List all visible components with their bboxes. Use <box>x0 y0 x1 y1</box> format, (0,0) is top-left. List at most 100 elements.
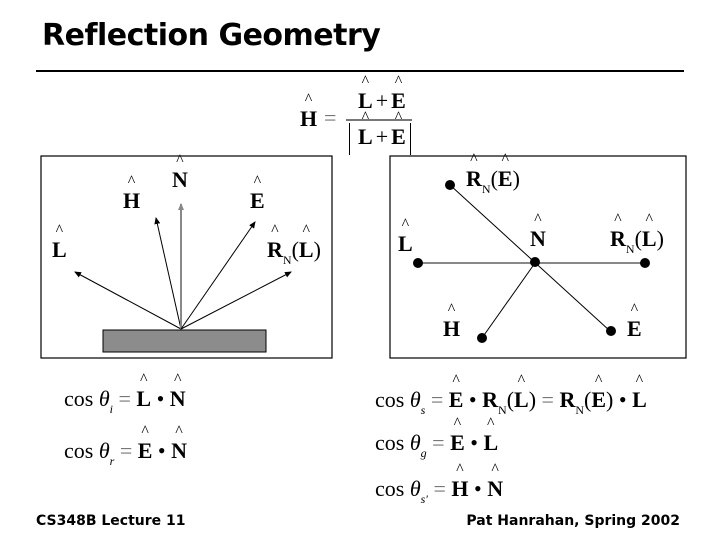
line-RE-E <box>449 184 611 332</box>
cos-text: cos <box>375 430 405 455</box>
half-vector-formula: H = L+E L+E <box>300 88 420 155</box>
paren-close: ) <box>313 237 321 262</box>
theta-subscript: i <box>109 402 113 416</box>
line-N-H <box>481 262 536 339</box>
right-label-RE-sub: N <box>481 182 491 196</box>
point-H <box>477 333 487 343</box>
formula-equals: = <box>324 105 337 130</box>
dot-operator: • <box>473 476 482 501</box>
equation-theta-r: cos θr = E • N <box>64 438 187 468</box>
formula-numerator: L+E <box>358 88 406 114</box>
vector-RL-arrow <box>180 271 292 330</box>
right-label-N: N <box>530 226 546 252</box>
operand-a: E <box>449 387 464 413</box>
theta-subscript: g <box>420 446 427 460</box>
slide-title: Reflection Geometry <box>42 18 381 53</box>
dot-operator: • <box>157 438 166 463</box>
right-label-RL-sub: N <box>625 242 635 256</box>
paren-close: ) <box>512 166 520 191</box>
footer-course: CS348B Lecture 11 <box>36 513 186 529</box>
vector-L-arrow <box>74 271 182 330</box>
right-label-RL: RN(L) <box>610 226 664 256</box>
cos-text: cos <box>64 438 94 463</box>
dot-operator: • <box>618 387 627 412</box>
point-E <box>606 326 616 336</box>
denominator-E: E <box>391 124 406 150</box>
left-label-L: L <box>52 237 67 263</box>
right-diagram-frame <box>389 155 687 359</box>
theta-subscript: r <box>109 454 115 468</box>
operand-a: H <box>451 476 468 502</box>
equals-sign: = <box>119 438 133 463</box>
reflection-operator: R <box>482 387 499 412</box>
right-label-RE: RN(E) <box>466 166 520 196</box>
reflection-subscript: N <box>575 403 585 417</box>
theta-subscript: s <box>420 403 426 417</box>
right-label-RL-arg: L <box>642 226 657 252</box>
theta-symbol: θ <box>409 476 421 501</box>
equation-theta-i: cos θi = L • N <box>64 386 186 416</box>
reflection-arg: L <box>514 387 529 413</box>
theta-symbol: θ <box>98 438 110 463</box>
point-RL <box>640 258 650 268</box>
equals-sign: = <box>432 430 445 455</box>
operand-b: L <box>483 430 498 456</box>
denominator-L: L <box>358 124 373 150</box>
left-label-R: R <box>267 237 283 263</box>
formula-lhs: H <box>300 106 317 132</box>
right-label-L: L <box>398 231 413 257</box>
paren-close: ) <box>656 226 664 251</box>
paren-open: ( <box>634 226 642 251</box>
equals-sign: = <box>541 387 554 412</box>
reflection-arg: E <box>591 387 606 413</box>
cos-text: cos <box>64 386 94 411</box>
left-label-N: N <box>172 167 188 193</box>
theta-symbol: θ <box>409 430 421 455</box>
fraction-bar <box>346 119 412 121</box>
equation-theta-g: cos θg = E • L <box>375 430 498 460</box>
operand-a: L <box>136 386 151 412</box>
footer-author: Pat Hanrahan, Spring 2002 <box>466 513 680 529</box>
reflection-subscript: N <box>498 403 507 417</box>
vector-H-arrow <box>154 217 182 330</box>
point-RE <box>445 180 455 190</box>
operand-b: L <box>632 387 647 413</box>
numerator-E: E <box>391 88 406 114</box>
left-label-R-arg: L <box>299 237 314 263</box>
dot-operator: • <box>156 386 165 411</box>
equation-theta-s-prime: cos θs′ = H • N <box>375 476 503 506</box>
dot-operator: • <box>470 430 478 455</box>
operand-a: E <box>138 438 153 464</box>
norm-bar-right <box>410 123 411 155</box>
operand-a: E <box>450 430 465 456</box>
equation-theta-s: cos θs = E • RN(L) = RN(E) • L <box>375 387 647 417</box>
right-label-RE-arg: E <box>498 166 513 192</box>
equals-sign: = <box>430 387 444 412</box>
right-label-E: E <box>627 316 642 342</box>
norm-bar-left <box>349 123 350 155</box>
dot-operator: • <box>468 387 477 412</box>
equals-sign: = <box>118 386 131 411</box>
denominator-plus: + <box>375 124 389 149</box>
point-N <box>530 257 540 267</box>
left-diagram-frame <box>40 155 333 359</box>
operand-b: N <box>487 476 503 502</box>
left-label-E: E <box>250 188 265 214</box>
reflection-operator: R <box>559 387 576 412</box>
paren-open: ( <box>490 166 498 191</box>
operand-b: N <box>170 386 186 412</box>
paren-open: ( <box>291 237 299 262</box>
equals-sign: = <box>433 476 446 501</box>
right-label-RE-R: R <box>466 166 482 192</box>
reflecting-surface <box>102 329 267 353</box>
title-divider <box>36 70 684 72</box>
numerator-plus: + <box>375 88 389 113</box>
vector-E-arrow <box>180 221 256 330</box>
left-label-R-sub: N <box>282 253 292 267</box>
right-label-H: H <box>443 316 460 342</box>
point-L <box>413 258 423 268</box>
cos-text: cos <box>375 476 405 501</box>
left-label-RL: RN(L) <box>267 237 321 267</box>
operand-b: N <box>171 438 187 464</box>
